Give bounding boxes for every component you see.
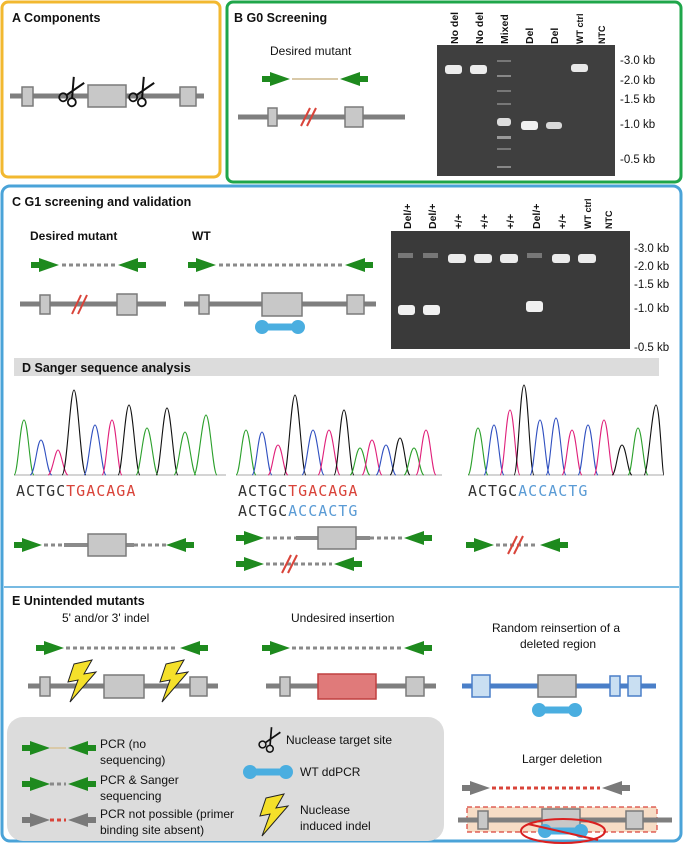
indel-diagram: [28, 641, 218, 703]
panel-c-title: C G1 screening and validation: [12, 195, 191, 209]
legend-box: [7, 717, 444, 841]
svg-text:Del: Del: [524, 28, 536, 44]
ddpcr-icon: [532, 703, 582, 717]
svg-text:No del: No del: [449, 12, 461, 44]
indel-bolt-icon: [67, 659, 97, 703]
indel-bolt-icon: [159, 659, 189, 703]
svg-text:WT ctrl: WT ctrl: [583, 199, 593, 230]
svg-text:+/+: +/+: [479, 214, 491, 229]
sequence-3: ACTGCACCACTG: [238, 502, 358, 520]
panel-d-diagram-3: [466, 535, 568, 555]
larger-deletion-diagram: [458, 781, 672, 844]
chromatogram-3: [467, 384, 665, 476]
svg-text:-0.5 kb: -0.5 kb: [634, 342, 669, 354]
svg-text:Del: Del: [549, 28, 561, 44]
panel-d-header: [14, 358, 659, 376]
insertion-diagram: [262, 641, 436, 700]
svg-text:+/+: +/+: [505, 214, 517, 229]
chromatogram-2: [235, 394, 442, 476]
legend-nuclease: Nuclease target site: [256, 725, 392, 755]
panel-b-desired-label: Desired mutant: [270, 44, 352, 58]
legend-ddpcr: WT ddPCR: [243, 765, 361, 779]
svg-text:binding site absent): binding site absent): [100, 823, 204, 837]
panel-c-desired-label: Desired mutant: [30, 229, 117, 243]
larger-deletion-label: Larger deletion: [522, 752, 602, 766]
svg-text:Mixed: Mixed: [499, 14, 511, 44]
sequence-1: ACTGCTGACAGA: [16, 482, 136, 500]
scissors-icon: [56, 74, 88, 109]
scissors-icon: [126, 74, 158, 109]
indel-label: 5' and/or 3' indel: [62, 611, 149, 625]
svg-text:Nuclease: Nuclease: [300, 803, 350, 817]
sequence-2: ACTGCTGACAGA: [238, 482, 358, 500]
svg-text:Del/+: Del/+: [427, 204, 439, 229]
ddpcr-icon: [255, 320, 305, 334]
legend-sanger: PCR & Sanger sequencing: [22, 773, 179, 803]
svg-text:sequencing: sequencing: [100, 789, 161, 803]
panel-c-size-labels: -3.0 kb -2.0 kb -1.5 kb -1.0 kb -0.5 kb: [634, 243, 669, 354]
svg-text:Nuclease target site: Nuclease target site: [286, 733, 392, 747]
svg-text:No del: No del: [474, 12, 486, 44]
reinsertion-diagram: [462, 674, 656, 717]
svg-text:-3.0 kb: -3.0 kb: [634, 243, 669, 255]
panel-b-title: B G0 Screening: [234, 11, 327, 25]
components-gene-diagram: [10, 74, 204, 109]
svg-text:NTC: NTC: [597, 25, 607, 44]
panel-b-frame: [225, 0, 683, 184]
svg-text:PCR not possible (primer: PCR not possible (primer: [100, 807, 234, 821]
svg-text:-0.5 kb: -0.5 kb: [620, 154, 655, 166]
panel-c-wt-diagram: [184, 258, 376, 334]
panel-d-diagram-2: [236, 526, 432, 574]
panel-c-lane-labels: Del/+ Del/+ +/+ +/+ +/+ Del/+ +/+ WT ctr…: [402, 199, 614, 230]
legend-indel: Nuclease induced indel: [259, 793, 371, 837]
panel-d-diagram-1: [14, 533, 194, 557]
svg-text:sequencing): sequencing): [100, 753, 165, 767]
sequence-labels: ACTGCTGACAGA ACTGCTGACAGA ACTGCACCACTG A…: [16, 482, 588, 520]
panel-b-desired-diagram: [238, 72, 405, 128]
svg-text:-1.0 kb: -1.0 kb: [620, 119, 655, 131]
panel-c-wt-label: WT: [192, 229, 211, 243]
svg-text:-3.0 kb: -3.0 kb: [620, 55, 655, 67]
svg-text:-1.0 kb: -1.0 kb: [634, 303, 669, 315]
legend-not-possible: PCR not possible (primer binding site ab…: [22, 807, 234, 837]
sequence-4: ACTGCACCACTG: [468, 482, 588, 500]
svg-text:PCR (no: PCR (no: [100, 737, 146, 751]
panel-c-gel: [391, 231, 630, 349]
svg-text:-1.5 kb: -1.5 kb: [620, 94, 655, 106]
legend-pcr: PCR (no sequencing): [22, 737, 165, 767]
svg-text:Del/+: Del/+: [402, 204, 414, 229]
panel-c-desired-diagram: [20, 258, 166, 316]
panel-d-title: D Sanger sequence analysis: [22, 361, 191, 375]
panel-a-title: A Components: [12, 11, 100, 25]
panel-b-lane-labels: No del No del Mixed Del Del WT ctrl NTC: [449, 12, 607, 44]
svg-text:WT ddPCR: WT ddPCR: [300, 765, 361, 779]
panel-b-size-labels: -3.0 kb -2.0 kb -1.5 kb -1.0 kb -0.5 kb: [620, 55, 655, 166]
insertion-label: Undesired insertion: [291, 611, 394, 625]
svg-text:PCR & Sanger: PCR & Sanger: [100, 773, 179, 787]
svg-text:-2.0 kb: -2.0 kb: [634, 261, 669, 273]
svg-text:+/+: +/+: [557, 214, 569, 229]
reinsertion-label-2: deleted region: [520, 637, 596, 651]
svg-text:-1.5 kb: -1.5 kb: [634, 279, 669, 291]
panel-e-title: E Unintended mutants: [12, 594, 145, 608]
reinsertion-label-1: Random reinsertion of a: [492, 621, 620, 635]
panel-a-frame: [0, 0, 222, 179]
svg-text:NTC: NTC: [604, 210, 614, 229]
svg-text:induced indel: induced indel: [300, 819, 371, 833]
chromatogram-1: [13, 389, 226, 476]
svg-text:WT ctrl: WT ctrl: [575, 14, 585, 45]
svg-text:Del/+: Del/+: [531, 204, 543, 229]
panel-b-gel: [437, 45, 615, 176]
svg-text:-2.0 kb: -2.0 kb: [620, 75, 655, 87]
svg-text:+/+: +/+: [453, 214, 465, 229]
